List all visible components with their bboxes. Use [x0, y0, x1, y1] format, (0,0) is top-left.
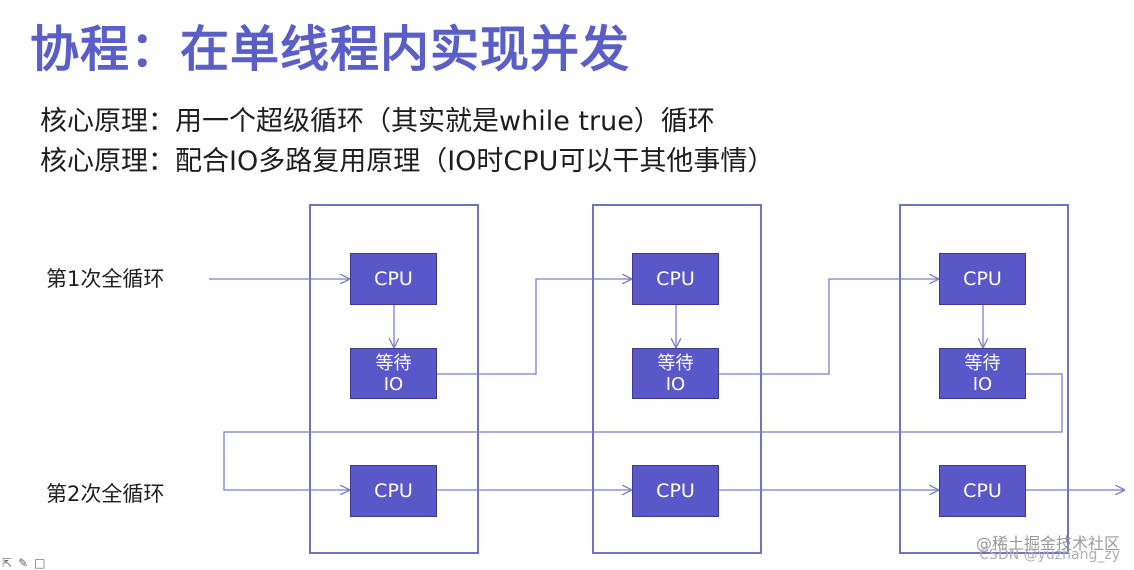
- arrow-loop-back: [223, 373, 1063, 490]
- cpu-box: CPU: [939, 253, 1026, 305]
- cpu-box: CPU: [350, 253, 437, 305]
- wait-io-box: 等待 IO: [350, 348, 437, 399]
- wait-io-box: 等待 IO: [939, 348, 1026, 399]
- watermark-juejin: @稀土掘金技术社区: [975, 534, 1120, 553]
- wait-label: 等待: [964, 352, 1001, 374]
- io-label: IO: [972, 373, 993, 395]
- wait-io-box: 等待 IO: [632, 348, 719, 399]
- io-label: IO: [665, 373, 686, 395]
- task-column-3: [899, 204, 1069, 554]
- principle-line-1: 核心原理：用一个超级循环（其实就是while true）循环: [40, 106, 715, 137]
- row-label-first-loop: 第1次全循环: [46, 267, 165, 291]
- task-column-1: [309, 204, 479, 554]
- wait-label: 等待: [375, 352, 412, 374]
- pen-icon[interactable]: ✎: [18, 556, 35, 570]
- cpu-box: CPU: [632, 465, 719, 517]
- pointer-icon[interactable]: ⇱: [2, 556, 19, 570]
- principle-line-2: 核心原理：配合IO多路复用原理（IO时CPU可以干其他事情）: [40, 146, 775, 177]
- arrow-col1-to-col2: [437, 279, 631, 375]
- watermark-csdn: CSDN @yuzhang_zy: [979, 547, 1120, 563]
- arrow-col2-to-col3: [719, 279, 938, 375]
- cpu-box: CPU: [350, 465, 437, 517]
- wait-label: 等待: [657, 352, 694, 374]
- screen-icon[interactable]: □: [34, 556, 52, 570]
- cpu-box: CPU: [939, 465, 1026, 517]
- slide-toolbar: ⇱✎□: [2, 556, 51, 570]
- cpu-box: CPU: [632, 253, 719, 305]
- row-label-second-loop: 第2次全循环: [46, 482, 165, 506]
- slide-title: 协程：在单线程内实现并发: [30, 21, 631, 78]
- io-label: IO: [383, 373, 404, 395]
- task-column-2: [592, 204, 762, 554]
